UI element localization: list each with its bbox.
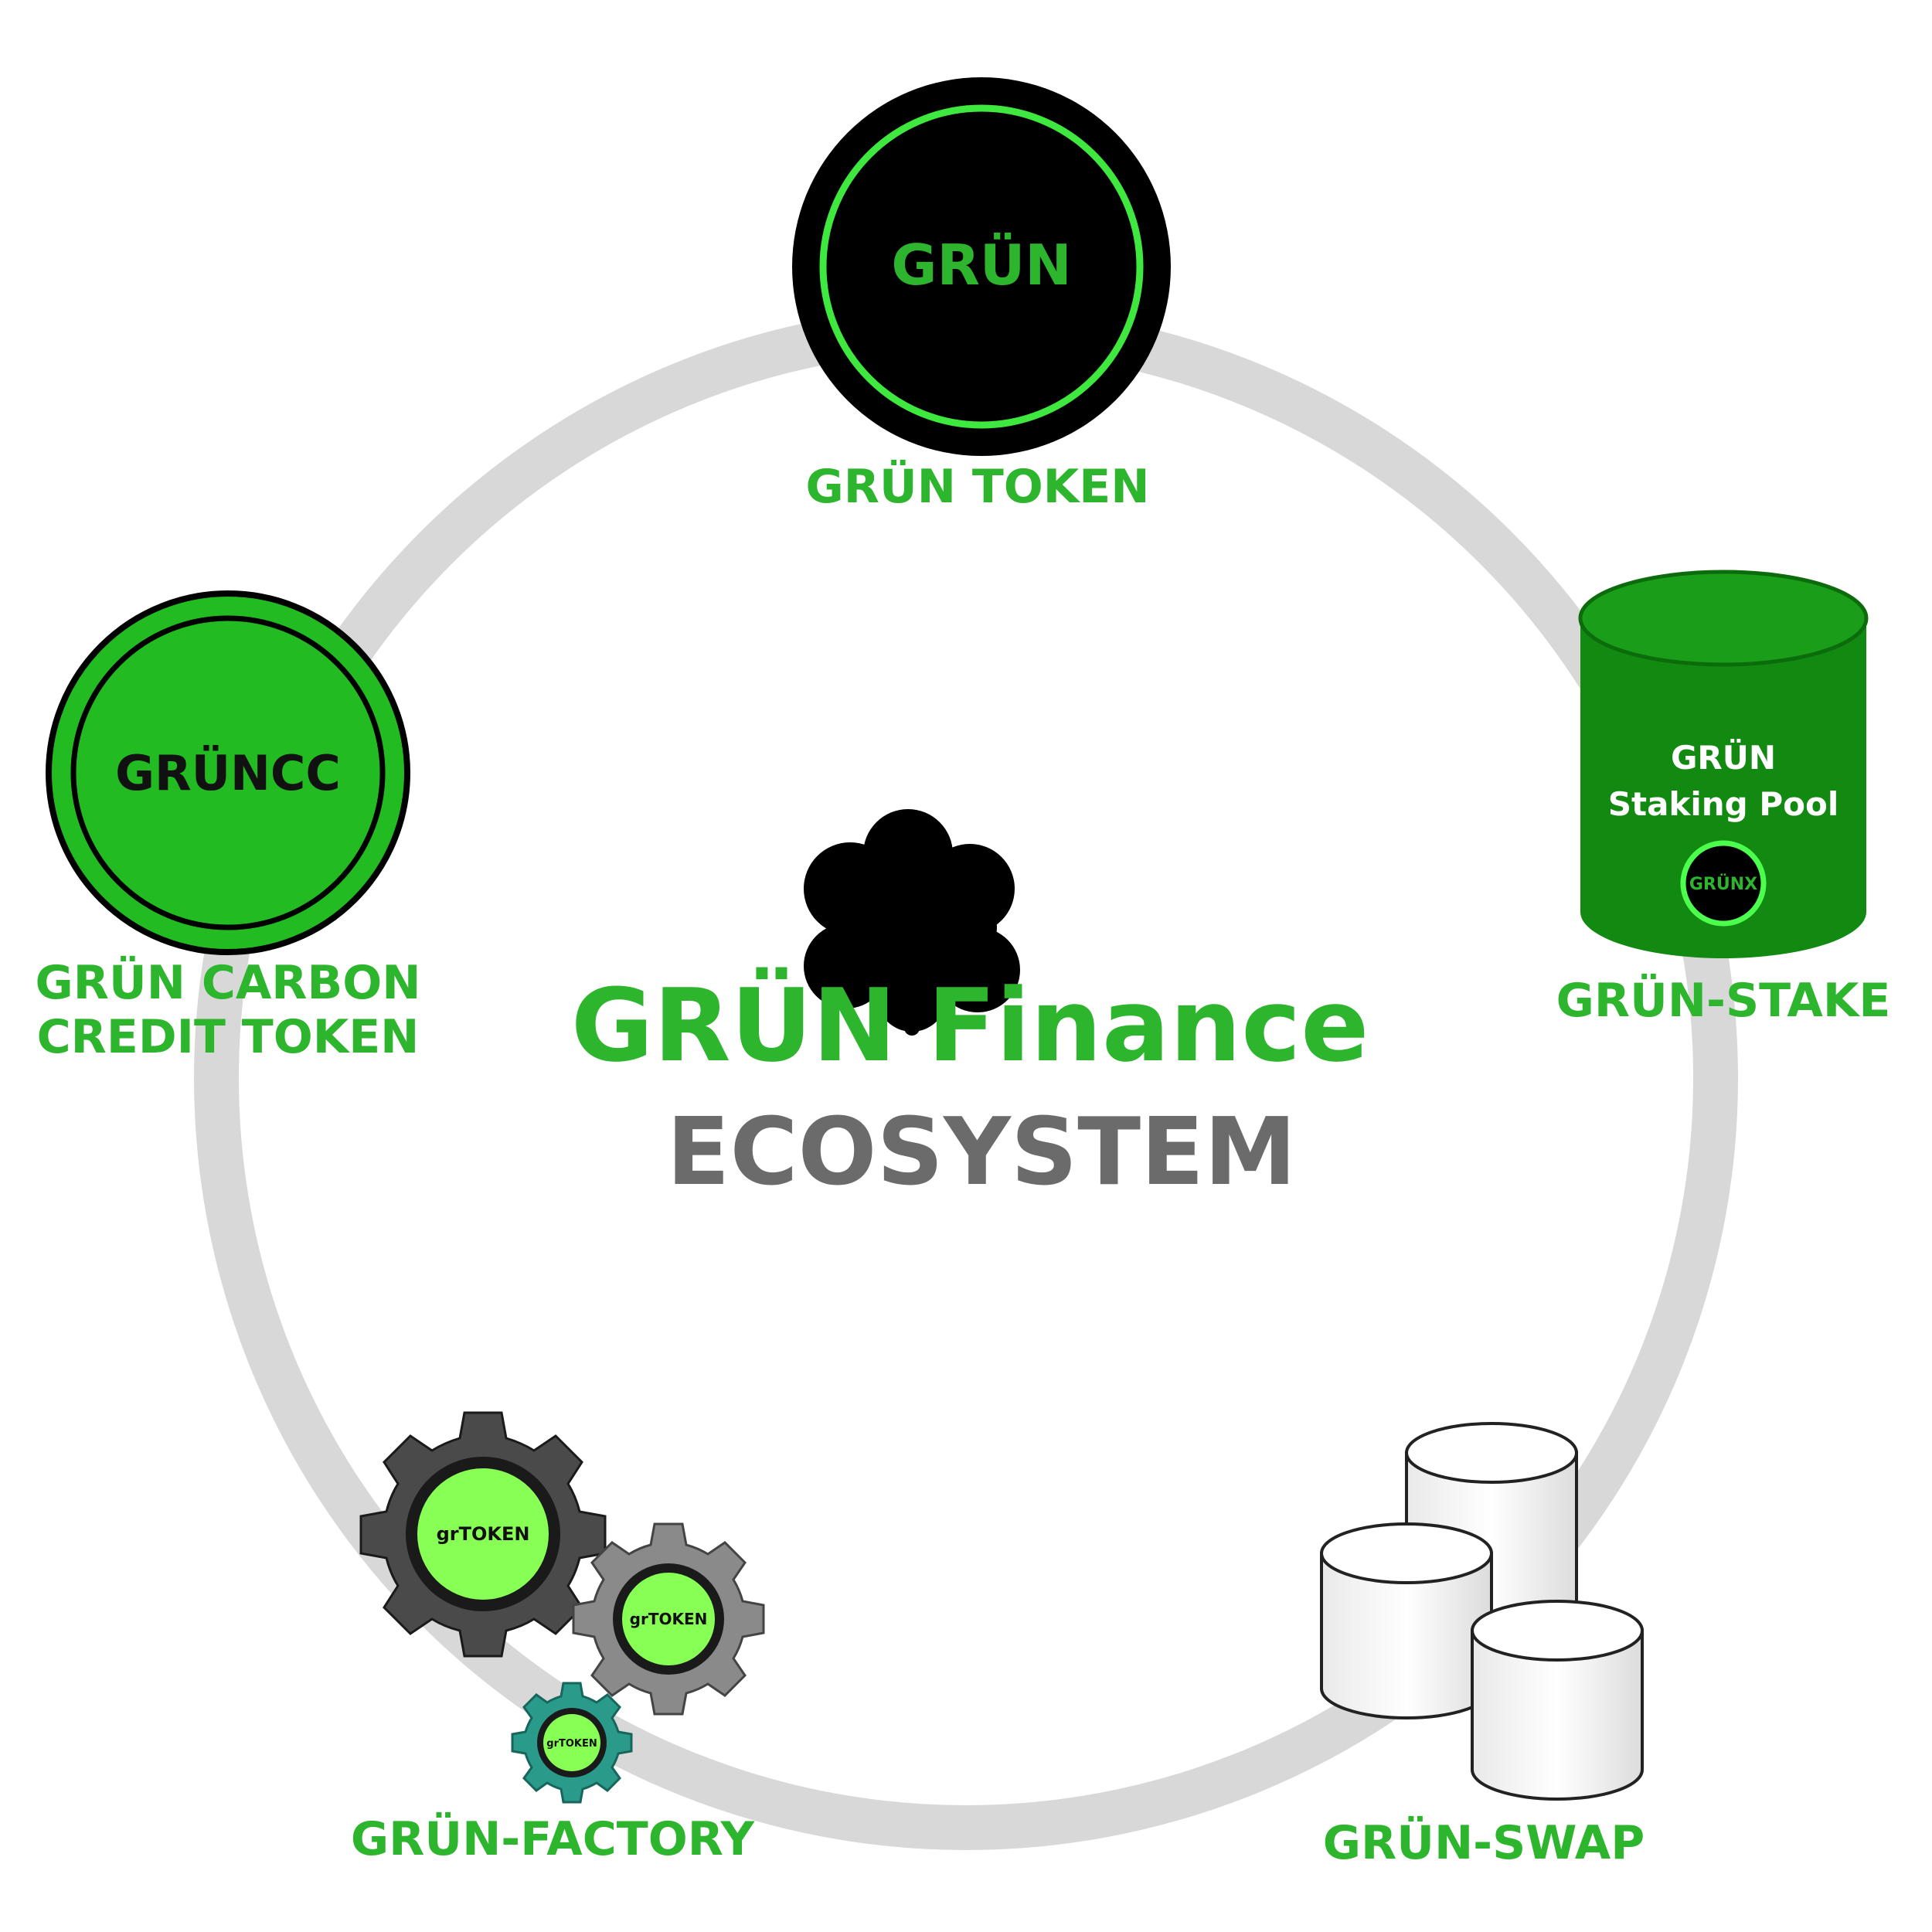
grun-stake-label: GRÜN-STAKE (1556, 973, 1891, 1028)
grun-token-coin (792, 77, 1171, 456)
grun-stake-node: GRÜN Staking Pool GRÜNX GRÜN-STAKE (1556, 570, 1891, 1028)
gear-large-text: grTOKEN (437, 1523, 530, 1545)
gear-medium: grTOKEN (572, 1522, 765, 1716)
grun-carbon-badge-text: GRÜNCC (115, 745, 341, 801)
brand-suffix: Finance (927, 967, 1369, 1084)
grun-carbon-node: GRÜNCC GRÜN CARBON CREDIT TOKEN (36, 590, 421, 1064)
ecosystem-subtitle: ECOSYSTEM (666, 1099, 1296, 1206)
grun-carbon-coin (46, 590, 410, 955)
center-brand: GRÜN Finance ECOSYSTEM (571, 809, 1369, 1206)
grun-swap-label: GRÜN-SWAP (1323, 1815, 1645, 1870)
gear-large: grTOKEN (359, 1411, 607, 1658)
grun-token-badge-text: GRÜN (891, 233, 1071, 298)
gear-small-text: grTOKEN (546, 1738, 597, 1750)
grun-token-label: GRÜN TOKEN (806, 459, 1150, 514)
tree-icon (804, 809, 1020, 1036)
grun-carbon-label-line2: CREDIT TOKEN (37, 1010, 420, 1064)
gear-small: grTOKEN (511, 1682, 633, 1804)
gear-large-coin (417, 1468, 549, 1600)
staking-pool-cylinder-top (1578, 570, 1869, 667)
database-cylinders-icon (1320, 1422, 1644, 1801)
gear-medium-coin (622, 1573, 715, 1665)
staking-pool-line2: Staking Pool (1608, 785, 1838, 823)
grun-factory-node: grTOKEN grTOKEN grTOKEN GRÜN-FACTORY (351, 1411, 765, 1866)
grunx-coin (1680, 840, 1767, 927)
grun-token-node: GRÜN GRÜN TOKEN (792, 77, 1171, 514)
grun-swap-node: GRÜN-SWAP (1320, 1422, 1645, 1870)
grun-carbon-coin-ring (70, 615, 386, 930)
staking-pool-line1: GRÜN (1671, 738, 1776, 777)
grun-token-coin-ring (819, 104, 1144, 429)
brand-main: GRÜN (571, 967, 896, 1084)
grunx-coin-text: GRÜNX (1689, 874, 1757, 894)
grun-carbon-label-line1: GRÜN CARBON (36, 955, 421, 1010)
grun-factory-label: GRÜN-FACTORY (351, 1811, 756, 1866)
gear-small-coin (543, 1714, 600, 1771)
staking-pool-cylinder (1580, 618, 1866, 958)
gear-medium-text: grTOKEN (630, 1610, 708, 1628)
